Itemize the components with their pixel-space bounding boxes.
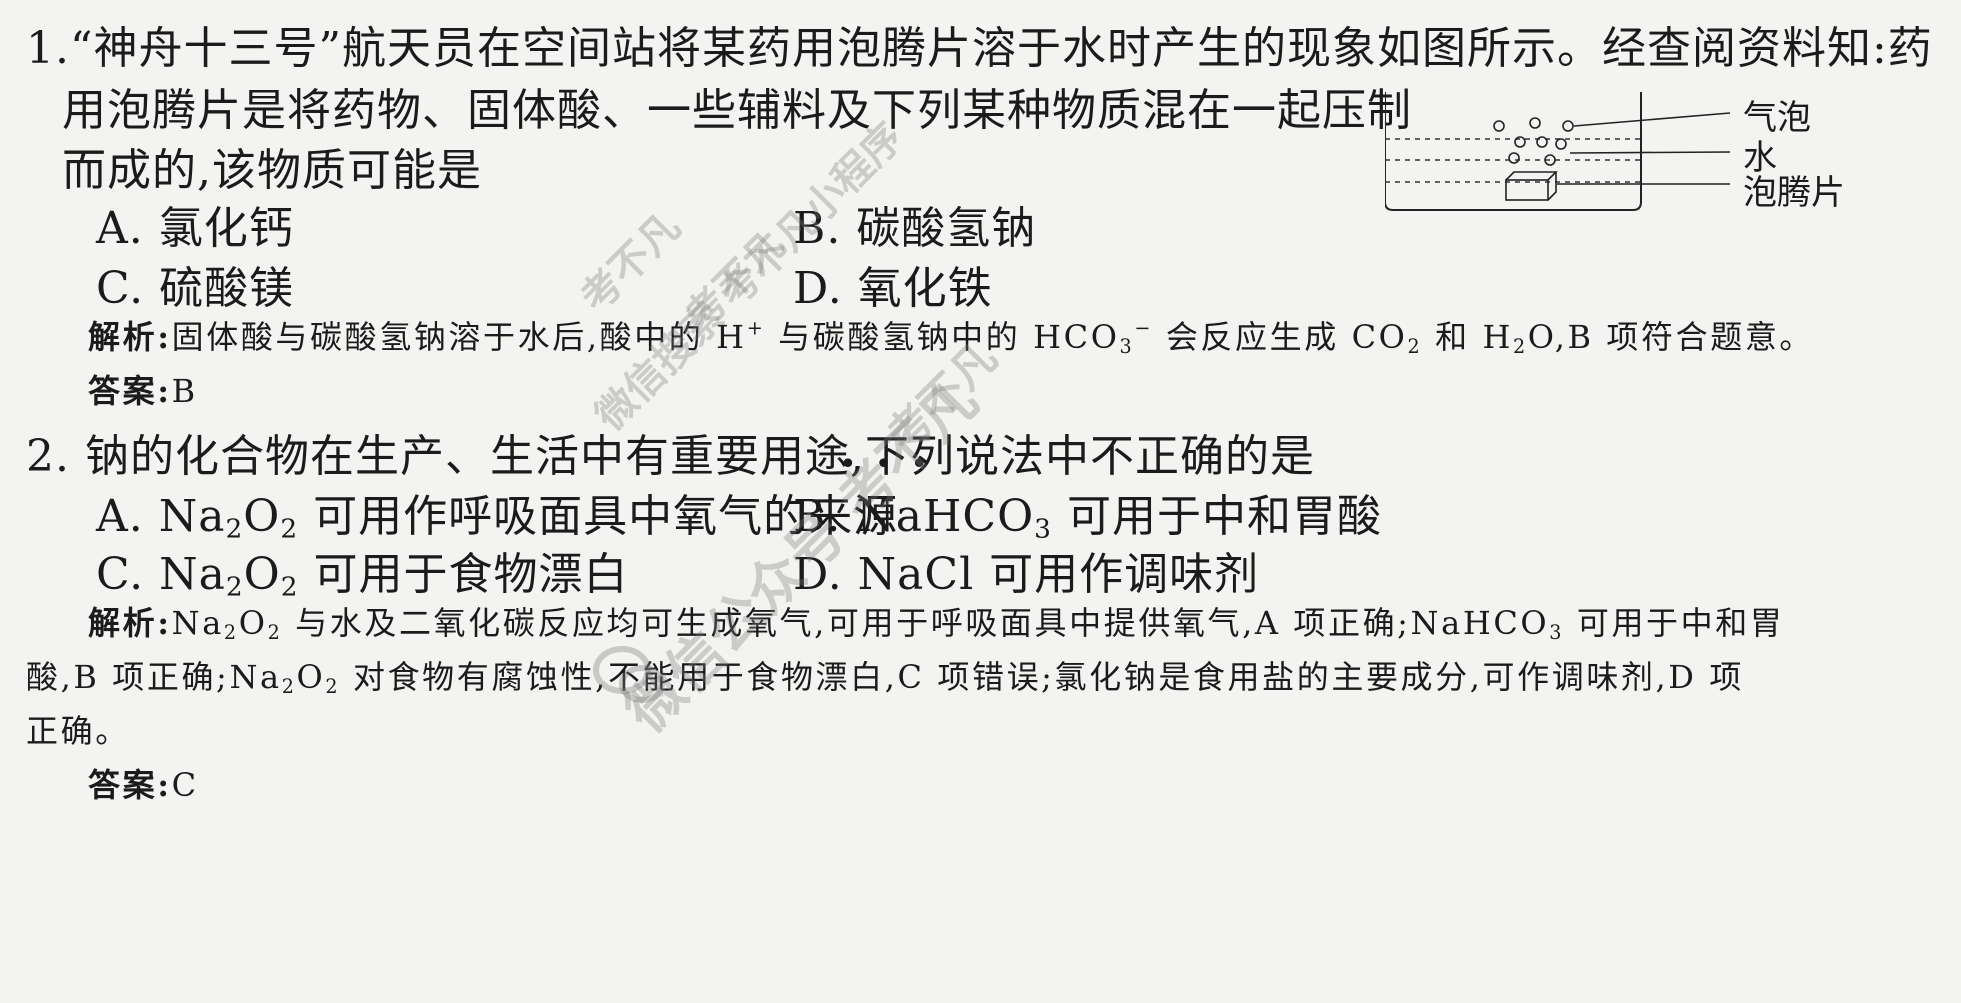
watermark-text: 考不凡: [572, 204, 690, 322]
q2-option-text: 可用于中和胃酸: [1051, 491, 1382, 542]
q2-analysis-text: 对食物有腐蚀性,不能用于食物漂白,C 项错误;氯化钠是食用盐的主要成分,可作调味…: [340, 658, 1744, 696]
q1-answer-label: 答案:: [88, 372, 172, 410]
q2-answer-label: 答案:: [88, 766, 172, 804]
q2-sub: 2: [267, 620, 283, 644]
wechat-logo-watermark: [593, 646, 665, 703]
q1-analysis-text: 固体酸与碳酸氢钠溶于水后,酸中的 H: [171, 318, 747, 356]
q2-analysis-text: 酸,B 项正确;Na: [26, 658, 282, 696]
q1-option-d: D. 氧化铁: [793, 263, 993, 314]
bubble-label: 气泡: [1743, 98, 1811, 138]
q1-sub: 3: [1119, 334, 1135, 358]
q2-answer: 答案:C: [88, 760, 199, 806]
q2-option-c: C. Na2O2 可用于食物漂白: [96, 538, 628, 603]
q2-option-text: B. NaHCO: [793, 491, 1035, 542]
q2-sub: 2: [225, 513, 244, 545]
q1-stem-line2: 用泡腾片是将药物、固体酸、一些辅料及下列某种物质混在一起压制: [62, 85, 1412, 136]
q1-option-a: A. 氯化钙: [96, 203, 294, 254]
q1-sub: 2: [1407, 334, 1423, 358]
q2-analysis-text: O: [296, 658, 326, 696]
q1-option-b: B. 碳酸氢钠: [793, 203, 1037, 254]
q2-analysis-line1: 解析:Na2O2 与水及二氧化碳反应均可生成氧气,可用于呼吸面具中提供氧气,A …: [88, 598, 1784, 644]
q1-analysis: 解析:固体酸与碳酸氢钠溶于水后,酸中的 H+ 与碳酸氢钠中的 HCO3− 会反应…: [88, 312, 1814, 358]
water-label: 水: [1743, 138, 1777, 178]
q2-sub: 2: [225, 571, 244, 603]
q2-sub: 2: [223, 620, 239, 644]
q2-sub: 2: [280, 571, 299, 603]
q2-option-d: D. NaCl 可用作调味剂: [793, 549, 1260, 600]
tablet-label: 泡腾片: [1743, 173, 1845, 213]
q2-stem: 2. 钠的化合物在生产、生活中有重要用途,下列说法中不正确的是: [26, 431, 1315, 482]
q2-analysis-text: O: [238, 604, 268, 642]
q2-sub: 3: [1034, 513, 1052, 545]
q2-analysis-text: 可用于中和胃: [1564, 604, 1785, 642]
q2-sub: 3: [1549, 620, 1565, 644]
q2-answer-value: C: [171, 766, 199, 804]
q1-option-c: C. 硫酸镁: [96, 263, 295, 314]
q1-analysis-text: 和 H: [1422, 318, 1513, 356]
q2-option-text: O: [243, 491, 281, 542]
q2-option-text: C. Na: [96, 549, 226, 600]
q2-analysis-line2: 酸,B 项正确;Na2O2 对食物有腐蚀性,不能用于食物漂白,C 项错误;氯化钠…: [26, 652, 1744, 698]
q1-stem-line3: 而成的,该物质可能是: [62, 145, 482, 196]
beaker-figure: 气泡 水 泡腾片: [1384, 82, 1945, 262]
q1-analysis-text: 与碳酸氢钠中的 HCO: [765, 318, 1120, 356]
q2-analysis-label: 解析:: [88, 604, 172, 642]
q2-option-text: 可用于食物漂白: [298, 549, 629, 600]
emphasis-dots: •••: [839, 447, 947, 482]
q1-sub: 2: [1512, 334, 1528, 358]
q2-option-text: 可用作呼吸面具中氧气的来源: [298, 491, 899, 542]
q1-analysis-label: 解析:: [88, 318, 172, 356]
beaker-diagram: [1384, 82, 1731, 211]
q1-analysis-text: 会反应生成 CO: [1153, 318, 1408, 356]
q1-sup: +: [746, 316, 766, 340]
q1-stem-line1: 1.“神舟十三号”航天员在空间站将某药用泡腾片溶于水时产生的现象如图所示。经查阅…: [26, 23, 1933, 74]
q2-analysis-line3: 正确。: [26, 712, 130, 750]
q1-answer: 答案:B: [88, 366, 198, 412]
q1-analysis-text: O,B 项符合题意。: [1527, 318, 1815, 356]
q2-sub: 2: [280, 513, 299, 545]
q2-option-a: A. Na2O2 可用作呼吸面具中氧气的来源: [96, 480, 898, 545]
q2-option-b: B. NaHCO3 可用于中和胃酸: [793, 480, 1382, 545]
q2-sub: 2: [281, 674, 297, 698]
q1-sup: −: [1134, 316, 1154, 340]
q2-option-text: O: [243, 549, 281, 600]
q2-option-text: A. Na: [96, 491, 226, 542]
q2-sub: 2: [325, 674, 341, 698]
q2-analysis-text: 与水及二氧化碳反应均可生成氧气,可用于呼吸面具中提供氧气,A 项正确;NaHCO: [282, 604, 1550, 642]
q2-analysis-text: Na: [171, 604, 224, 642]
q1-answer-value: B: [171, 372, 198, 410]
